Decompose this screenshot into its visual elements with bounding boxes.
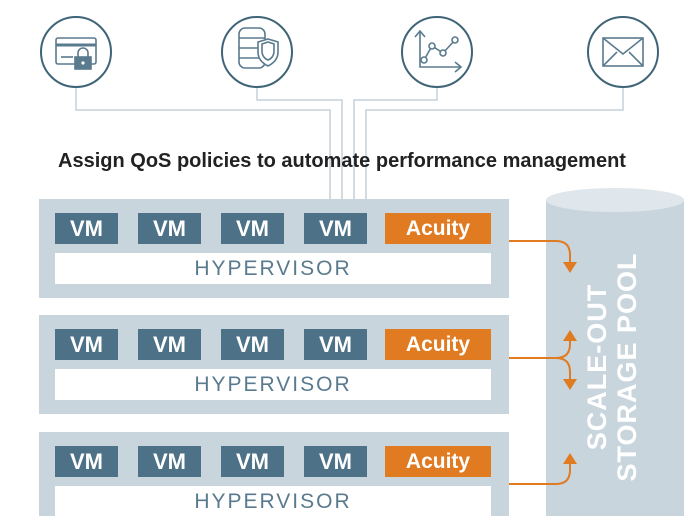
hypervisor-bar: HYPERVISOR (55, 369, 491, 400)
host-server-2: VM VM VM VM Acuity HYPERVISOR (39, 315, 509, 414)
vm-box: VM (221, 213, 284, 244)
vm-box: VM (304, 329, 367, 360)
acuity-arrows (509, 240, 571, 485)
payment-card-lock-icon (55, 37, 97, 70)
storage-pool-label-line2: STORAGE POOL (612, 252, 642, 482)
acuity-box: Acuity (385, 213, 491, 244)
vm-box: VM (221, 446, 284, 477)
diagram-title: Assign QoS policies to automate performa… (58, 150, 626, 172)
vm-box: VM (55, 446, 118, 477)
acuity-box: Acuity (385, 329, 491, 360)
envelope-icon (602, 37, 644, 67)
storage-pool-label-line1: SCALE-OUT (582, 283, 612, 451)
envelope-icon-circle (587, 16, 659, 88)
payment-card-lock-icon-circle (40, 16, 112, 88)
vm-box: VM (138, 446, 201, 477)
database-shield-icon (238, 27, 279, 69)
hypervisor-bar: HYPERVISOR (55, 253, 491, 284)
acuity-box: Acuity (385, 446, 491, 477)
vm-box: VM (138, 329, 201, 360)
vm-box: VM (138, 213, 201, 244)
vm-box: VM (55, 329, 118, 360)
vm-box: VM (55, 213, 118, 244)
host-server-1: VM VM VM VM Acuity HYPERVISOR (39, 199, 509, 298)
vm-box: VM (304, 213, 367, 244)
vm-box: VM (221, 329, 284, 360)
host-server-3: VM VM VM VM Acuity HYPERVISOR (39, 432, 509, 517)
hypervisor-bar: HYPERVISOR (55, 486, 491, 517)
vm-box: VM (304, 446, 367, 477)
storage-pool-label: SCALE-OUT STORAGE POOL (582, 252, 642, 481)
line-graph-icon-circle (401, 16, 473, 88)
connector-lines (75, 86, 624, 200)
line-graph-icon (414, 29, 463, 73)
arrow-heads (563, 262, 577, 464)
